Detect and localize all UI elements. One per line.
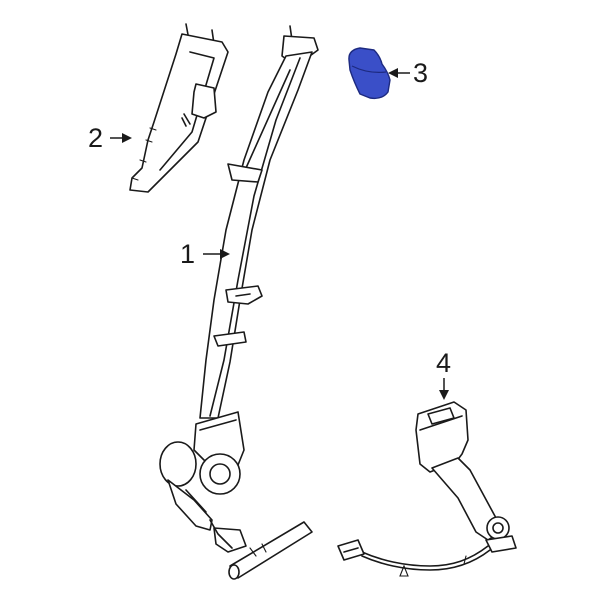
callout-2-number: 2: [88, 123, 103, 153]
callout-4-arrow-icon: [439, 390, 449, 400]
callout-3-number: 3: [413, 58, 428, 88]
buckle-part[interactable]: [337, 401, 517, 577]
seat-belt-assembly-part[interactable]: [159, 25, 319, 580]
callout-4-number: 4: [436, 348, 451, 378]
callout-3: 3: [388, 58, 428, 88]
callout-2: 2: [88, 123, 132, 153]
height-adjuster-part[interactable]: [129, 23, 229, 193]
callout-1: 1: [180, 239, 230, 269]
callout-3-arrow-icon: [388, 68, 398, 78]
callout-1-arrow-icon: [220, 249, 230, 259]
callout-4: 4: [436, 348, 451, 400]
callout-2-arrow-icon: [122, 133, 132, 143]
highlighted-cap-part[interactable]: [348, 47, 391, 100]
callout-1-number: 1: [180, 239, 195, 269]
